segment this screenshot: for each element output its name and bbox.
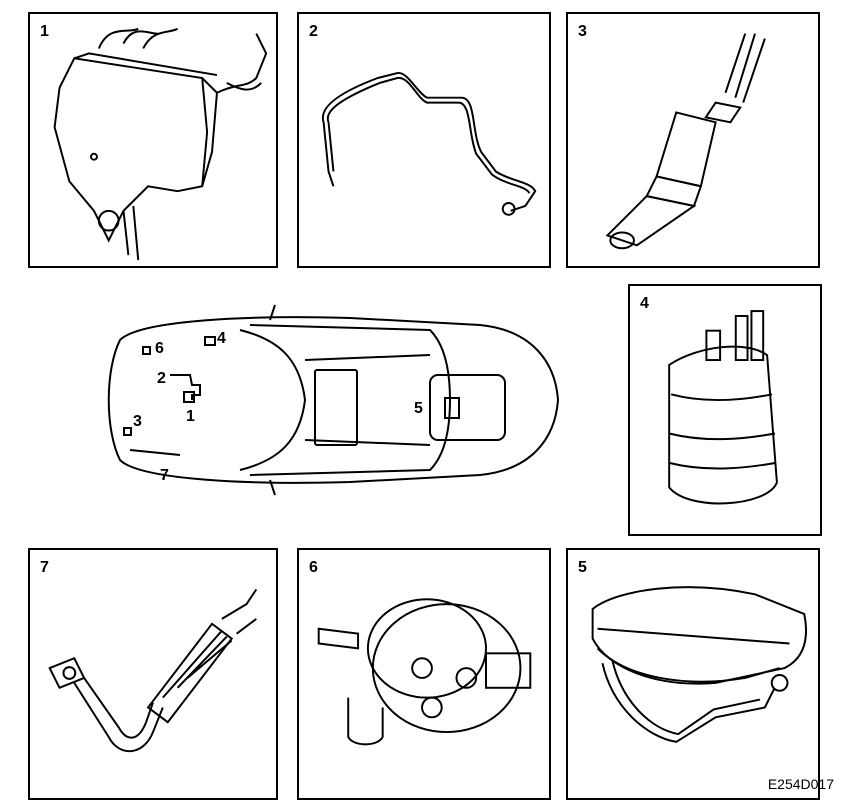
panel-7-catalyst: 7	[28, 548, 278, 800]
purge-valve-illustration	[668, 310, 778, 505]
vehicle-overview: 6 4 2 1 3 7 5	[100, 300, 570, 500]
panel-number: 6	[309, 559, 318, 576]
panel-number: 3	[578, 23, 587, 40]
leak-pump-illustration	[317, 598, 532, 746]
overview-label-1: 1	[186, 408, 195, 425]
panel-3-sensor: 3	[566, 12, 820, 268]
panel-1-canister: 1	[28, 12, 278, 268]
catalytic-converter-illustration	[48, 588, 258, 753]
vacuum-pipe-illustration	[321, 72, 537, 216]
panel-4-valve: 4	[628, 284, 822, 536]
fuel-tank-illustration	[591, 586, 807, 743]
panel-number: 7	[40, 559, 49, 576]
panel-5-tank: 5	[566, 548, 820, 800]
overview-label-6: 6	[155, 340, 164, 357]
figure-code: E254D017	[767, 776, 834, 792]
panel-number: 1	[40, 23, 49, 40]
overview-label-4: 4	[217, 330, 226, 347]
car-top-view-illustration	[107, 304, 560, 496]
panel-2-pipe: 2	[297, 12, 551, 268]
panel-number: 4	[640, 295, 649, 312]
overview-label-5: 5	[414, 400, 423, 417]
overview-label-3: 3	[133, 413, 142, 430]
panel-6-pump: 6	[297, 548, 551, 800]
charcoal-canister-illustration	[53, 27, 268, 261]
panel-number: 5	[578, 559, 587, 576]
oxygen-sensor-illustration	[605, 33, 766, 250]
panel-number: 2	[309, 23, 318, 40]
overview-label-7: 7	[160, 467, 169, 484]
overview-label-2: 2	[157, 370, 166, 387]
